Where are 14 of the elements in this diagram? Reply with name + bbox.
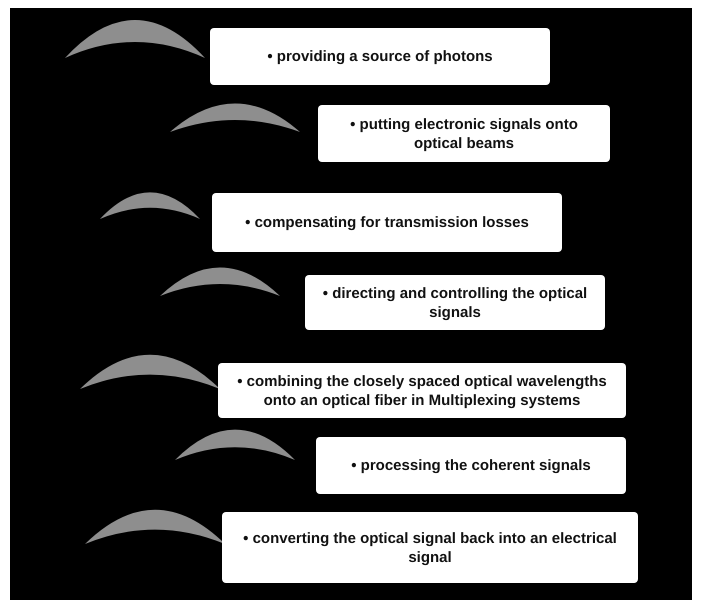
bullet-text: • combining the closely spaced optical wavelengths onto an optical fiber in Multiplexing systems bbox=[236, 372, 608, 410]
text-box bbox=[318, 105, 610, 162]
text-box bbox=[222, 512, 638, 583]
text-box bbox=[305, 275, 605, 330]
bullet-text: • compensating for transmission losses bbox=[245, 213, 529, 232]
text-box bbox=[210, 28, 550, 85]
text-box bbox=[316, 437, 626, 494]
bullet-text: • converting the optical signal back into an electrical signal bbox=[242, 528, 618, 566]
text-box bbox=[218, 363, 626, 418]
bullet-text: • processing the coherent signals bbox=[351, 456, 591, 475]
bullet-text: • directing and controlling the optical signals bbox=[322, 284, 588, 322]
bullet-text: • providing a source of photons bbox=[267, 47, 493, 66]
bullet-text: • putting electronic signals onto optical beams bbox=[349, 114, 579, 152]
text-box bbox=[212, 193, 562, 252]
